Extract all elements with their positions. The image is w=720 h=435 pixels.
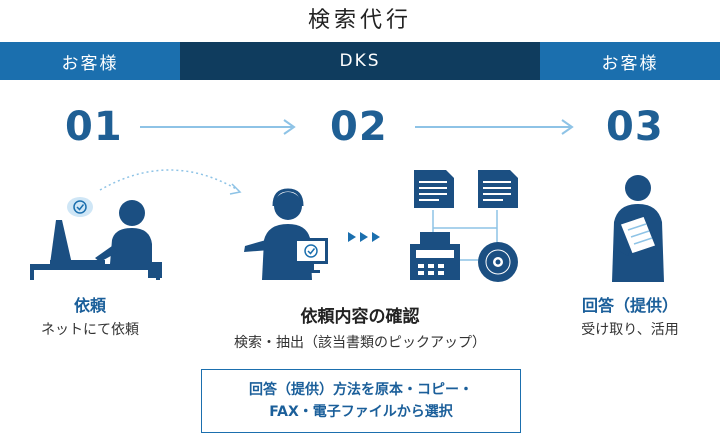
triple-arrow-icon <box>348 232 380 242</box>
page-title: 検索代行 <box>307 8 412 33</box>
step-number-02: 02 <box>330 104 388 150</box>
step-3-label: 回答（提供） <box>581 296 678 315</box>
step-arrow-2 <box>415 119 574 135</box>
document-icon-2 <box>478 170 518 208</box>
step-number-01: 01 <box>65 104 123 150</box>
note-line-1: 回答（提供）方法を原本・コピー・ <box>249 382 473 398</box>
step-3-description: 受け取り、活用 <box>581 322 679 338</box>
step-arrow-1 <box>140 119 296 135</box>
band-customer-left: お客様 <box>0 42 180 80</box>
note-line-2: FAX・電子ファイルから選択 <box>269 404 453 420</box>
band-customer-right: お客様 <box>540 42 720 80</box>
operator-with-headset-icon <box>244 188 328 280</box>
dotted-send-arrow <box>99 169 242 195</box>
step-2-description: 検索・抽出（該当書類のピックアップ） <box>234 335 486 351</box>
step-1-description: ネットにて依頼 <box>41 322 139 338</box>
band-dks: DKS <box>180 42 540 80</box>
person-at-computer-icon <box>30 197 162 280</box>
step-2-label: 依頼内容の確認 <box>300 307 420 327</box>
document-network-lines <box>432 210 498 261</box>
delivery-method-note: 回答（提供）方法を原本・コピー・ FAX・電子ファイルから選択 <box>201 369 521 433</box>
disc-icon <box>478 242 518 282</box>
document-icon-1 <box>414 170 454 208</box>
fax-machine-icon <box>410 232 460 280</box>
step-1-label: 依頼 <box>73 296 106 315</box>
step-number-03: 03 <box>606 104 664 150</box>
person-holding-document-icon <box>612 175 664 282</box>
